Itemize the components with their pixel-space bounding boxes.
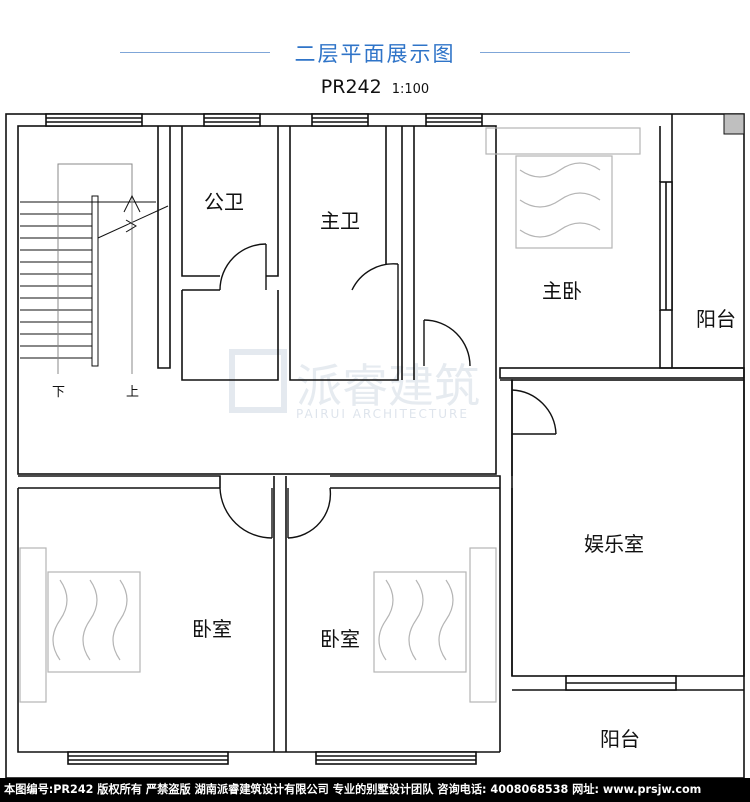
room-label-master-bedroom: 主卧	[542, 279, 582, 303]
title-line-left	[120, 52, 270, 53]
plan-scale: 1:100	[391, 82, 430, 97]
walls	[5, 113, 745, 778]
watermark-en: PAIRUI ARCHITECTURE	[296, 407, 469, 421]
watermark-cn: 派睿建筑	[296, 359, 480, 413]
title-row: 二层平面展示图	[0, 36, 750, 66]
room-label-master-bath: 主卫	[320, 209, 360, 233]
doors	[219, 243, 557, 539]
floor-plan: 派睿建筑 PAIRUI ARCHITECTURE	[5, 113, 745, 778]
room-label-entertainment: 娱乐室	[584, 532, 644, 556]
footer-bar: 本图编号:PR242 版权所有 严禁盗版 湖南派睿建筑设计有限公司 专业的别墅设…	[0, 778, 750, 802]
watermark: 派睿建筑 PAIRUI ARCHITECTURE	[229, 349, 480, 421]
title-line-right	[480, 52, 630, 53]
staircase	[20, 163, 169, 374]
bed-master	[485, 127, 641, 249]
page-title: 二层平面展示图	[294, 42, 456, 66]
bed-left	[19, 547, 141, 703]
plan-code: PR242	[320, 76, 382, 98]
room-label-bedroom-middle: 卧室	[320, 627, 360, 651]
room-label-balcony-south: 阳台	[600, 727, 640, 751]
bed-middle	[373, 547, 497, 703]
stair-label-up: 上	[126, 385, 139, 400]
stair-label-down: 下	[52, 385, 65, 400]
footer-text: 本图编号:PR242 版权所有 严禁盗版 湖南派睿建筑设计有限公司 专业的别墅设…	[4, 783, 702, 796]
plan-subtitle: PR242 1:100	[0, 76, 750, 98]
corner-column	[723, 113, 745, 135]
room-label-balcony-east: 阳台	[696, 307, 736, 331]
room-label-bedroom-left: 卧室	[192, 617, 232, 641]
room-label-public-bath: 公卫	[204, 190, 244, 214]
